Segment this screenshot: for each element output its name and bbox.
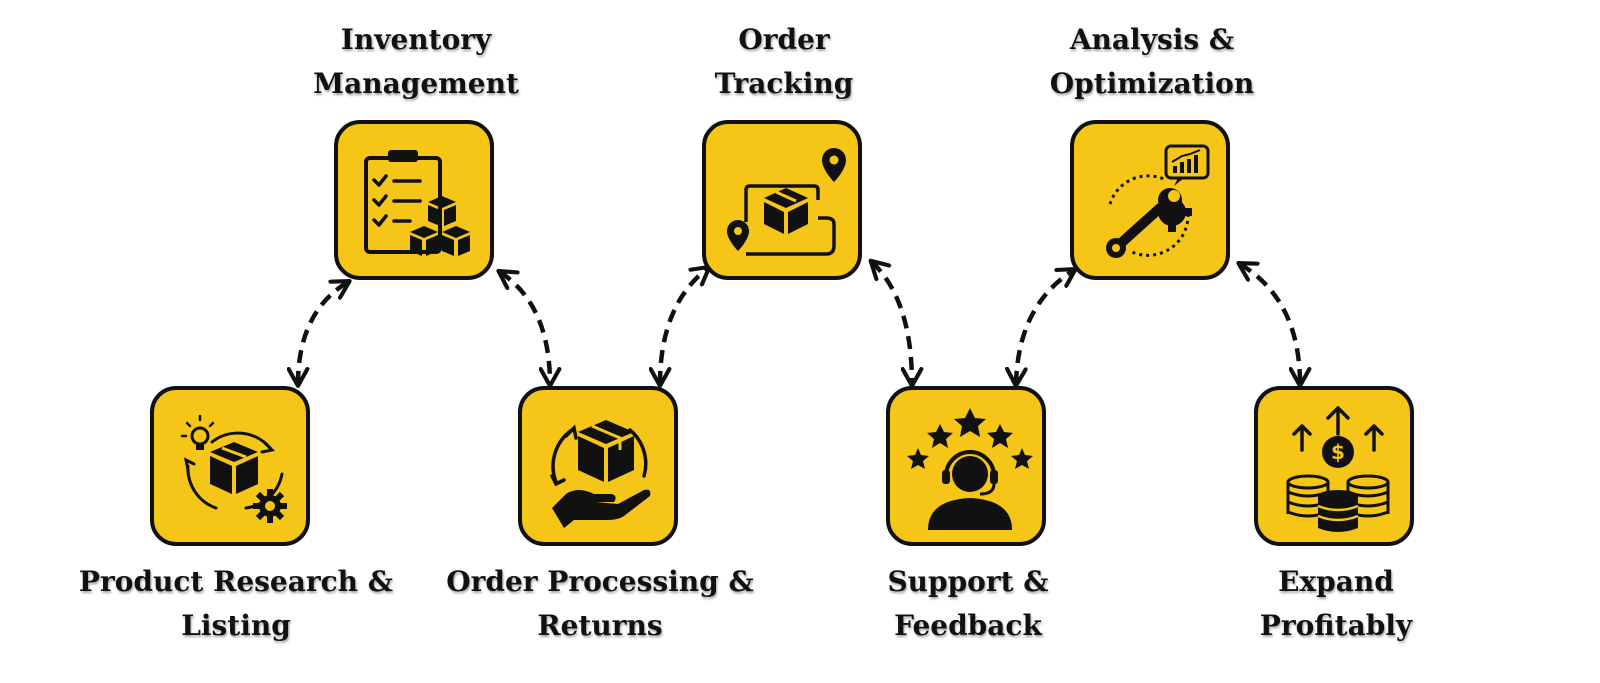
support-agent-stars-icon bbox=[907, 408, 1033, 530]
label-line-2: Optimization bbox=[1049, 67, 1255, 100]
label-line-2: Returns bbox=[537, 609, 663, 642]
label-order-tracking: Order Tracking bbox=[604, 18, 964, 106]
connector-processing-tracking bbox=[660, 268, 708, 384]
tile-inventory bbox=[334, 120, 494, 280]
connector-support-analysis bbox=[1016, 270, 1074, 384]
box-return-hand-icon bbox=[550, 420, 651, 528]
route-tracking-icon bbox=[727, 148, 846, 256]
label-line-1: Order Processing & bbox=[446, 565, 754, 598]
tile-analysis bbox=[1070, 120, 1230, 280]
label-line-2: Listing bbox=[181, 609, 291, 642]
label-line-2: Profitably bbox=[1259, 609, 1413, 642]
label-product-research: Product Research & Listing bbox=[56, 560, 416, 648]
label-line-1: Support & bbox=[887, 565, 1049, 598]
label-line-1: Inventory bbox=[340, 23, 492, 56]
clipboard-boxes-icon bbox=[364, 150, 470, 256]
svg-text:$: $ bbox=[1331, 440, 1345, 464]
label-expand: Expand Profitably bbox=[1156, 560, 1516, 648]
product-cycle-icon bbox=[180, 414, 287, 523]
tile-support bbox=[886, 386, 1046, 546]
label-line-1: Expand bbox=[1278, 565, 1394, 598]
label-analysis: Analysis & Optimization bbox=[972, 18, 1332, 106]
label-support: Support & Feedback bbox=[788, 560, 1148, 648]
label-line-2: Feedback bbox=[894, 609, 1042, 642]
tile-order-processing bbox=[518, 386, 678, 546]
connector-inventory-processing bbox=[500, 272, 550, 384]
tile-expand: $ bbox=[1254, 386, 1414, 546]
label-order-processing: Order Processing & Returns bbox=[420, 560, 780, 648]
label-line-2: Management bbox=[313, 67, 519, 100]
label-inventory: Inventory Management bbox=[236, 18, 596, 106]
tile-order-tracking bbox=[702, 120, 862, 280]
label-line-2: Tracking bbox=[714, 67, 854, 100]
wrench-gear-chart-icon bbox=[1106, 144, 1210, 258]
label-line-1: Order bbox=[738, 23, 830, 56]
coins-growth-icon: $ bbox=[1286, 406, 1390, 532]
connector-analysis-expand bbox=[1240, 264, 1300, 384]
connector-research-inventory bbox=[298, 282, 348, 384]
label-line-1: Analysis & bbox=[1069, 23, 1235, 56]
tile-product-research bbox=[150, 386, 310, 546]
label-line-1: Product Research & bbox=[78, 565, 394, 598]
connector-tracking-support bbox=[872, 262, 912, 384]
